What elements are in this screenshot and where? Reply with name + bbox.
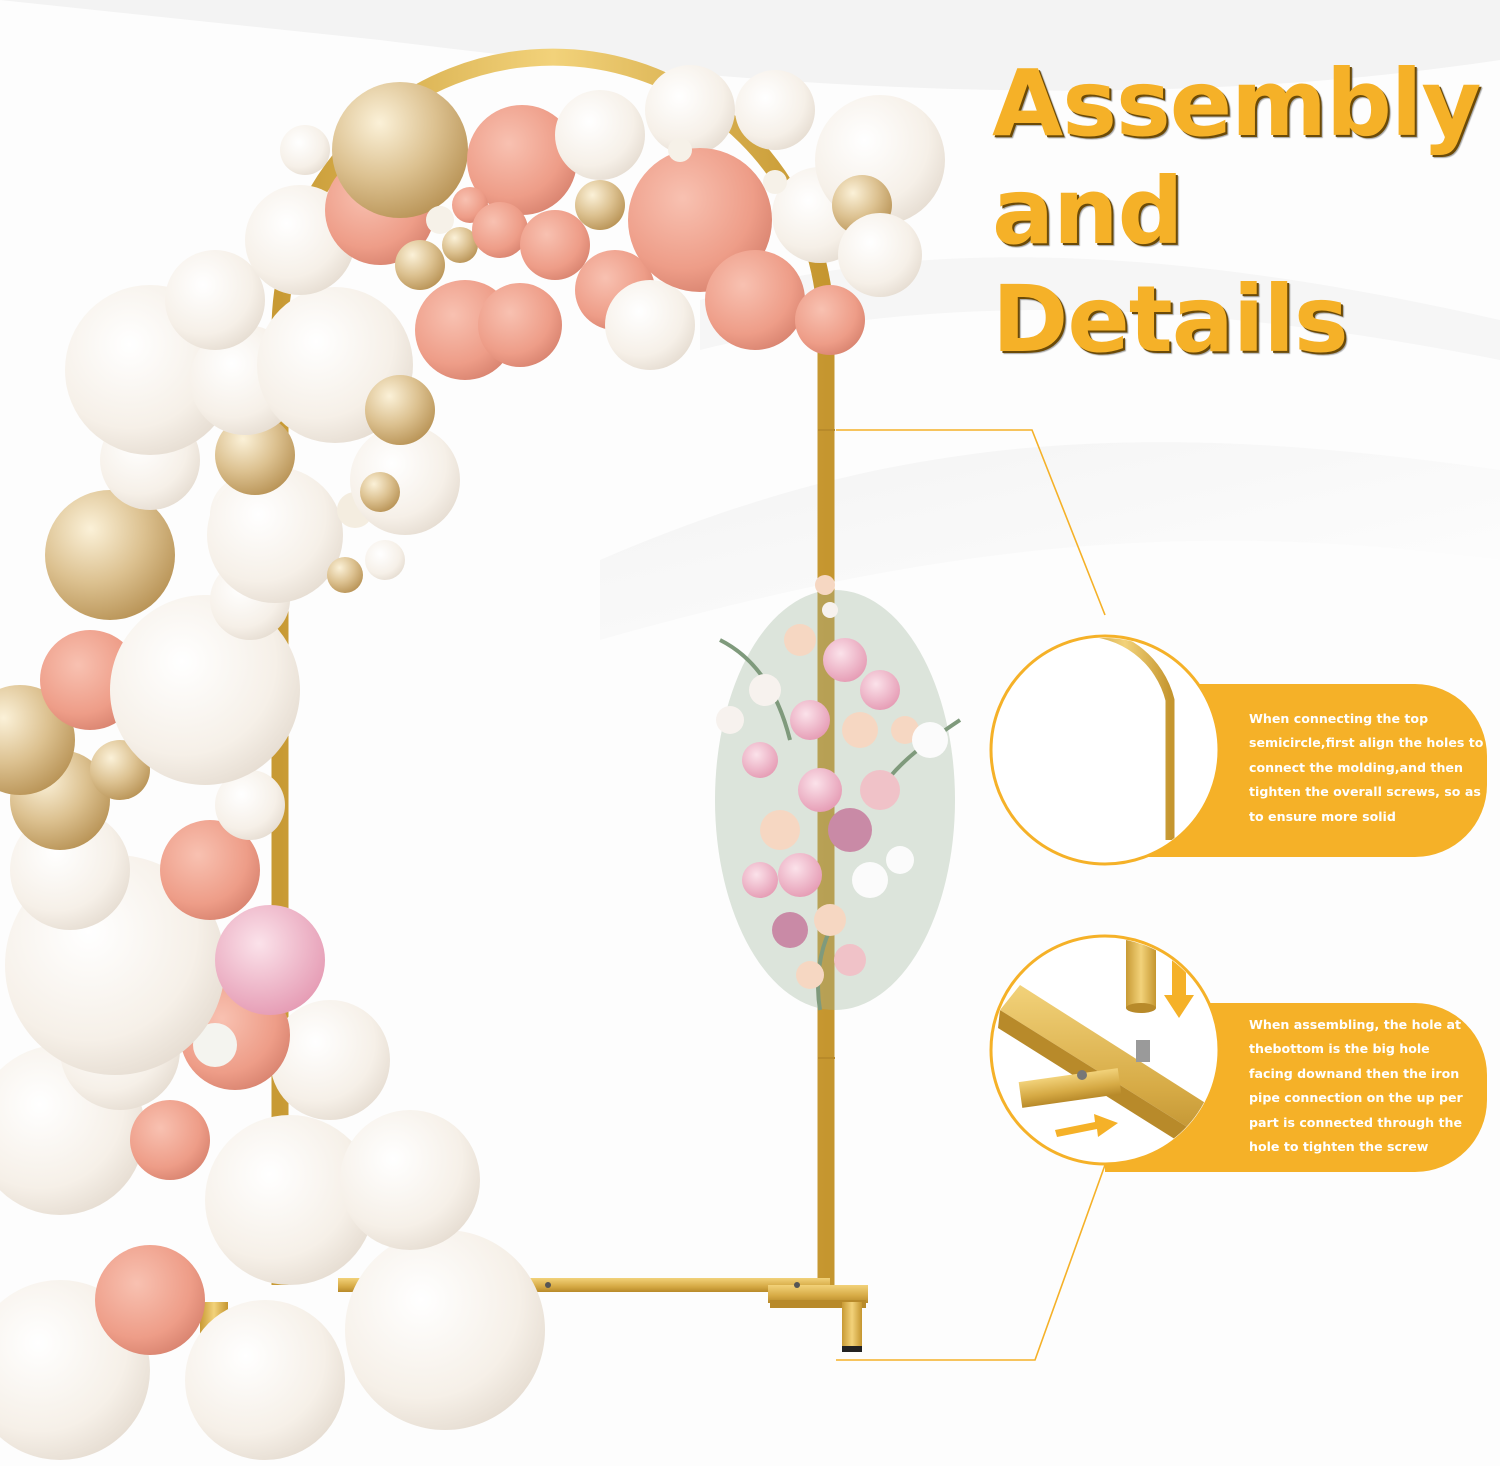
callout-panel-top xyxy=(989,634,1487,866)
callout-text-top: When connecting the top semicircle,first… xyxy=(1249,711,1484,824)
flower-arrangement xyxy=(715,575,962,1011)
title-line-1: Assembly xyxy=(992,50,1481,157)
callout-text-bottom: When assembling, the hole at thebottom i… xyxy=(1249,1017,1463,1155)
connector-lines xyxy=(836,429,1106,1361)
top-detail-photo xyxy=(1068,638,1175,840)
title-line-2: and Details xyxy=(992,158,1349,373)
balloon-garland xyxy=(0,65,945,1460)
callout-panel-bottom xyxy=(989,934,1487,1172)
page-title: Assembly and Details xyxy=(992,50,1492,374)
